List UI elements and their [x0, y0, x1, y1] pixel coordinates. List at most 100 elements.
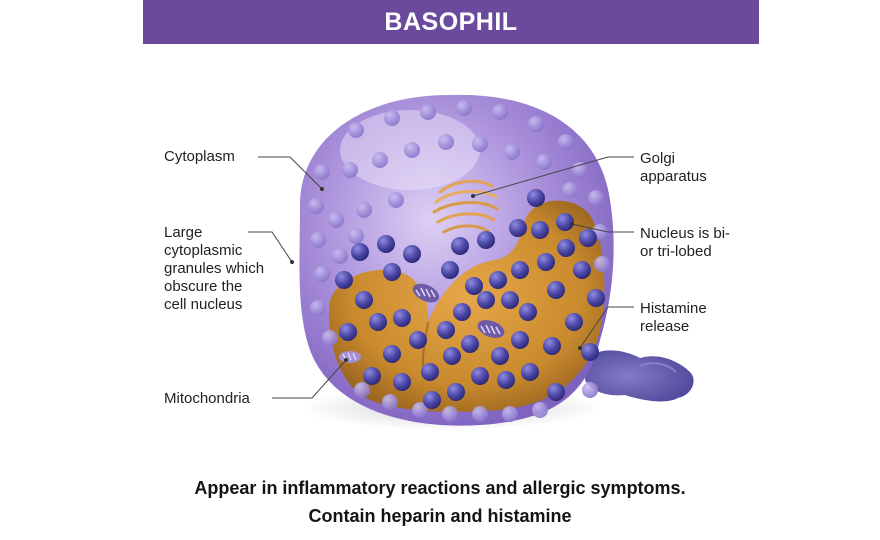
granule [497, 371, 515, 389]
golgi-apparatus [432, 179, 499, 234]
label-nucleus: Nucleus is bi- or tri-lobed [640, 225, 731, 260]
leader-lines [248, 156, 634, 399]
label-granules: Large cytoplasmic granules which obscure… [164, 224, 265, 313]
granule [451, 237, 469, 255]
mitochondria-3 [339, 351, 361, 363]
pale-granule [348, 122, 364, 138]
pale-granule [456, 100, 472, 116]
pale-granule [342, 162, 358, 178]
pale-granule [384, 110, 400, 126]
mitochondria-1 [412, 283, 440, 303]
granule [547, 383, 565, 401]
pale-granule [442, 406, 458, 422]
granule [403, 245, 421, 263]
granule [355, 291, 373, 309]
granule [421, 363, 439, 381]
histamine-release-cloud [585, 350, 694, 402]
pale-granule [472, 136, 488, 152]
granule [443, 347, 461, 365]
granule [477, 291, 495, 309]
label-histamine: Histamine release [640, 300, 707, 335]
granule [587, 289, 605, 307]
pale-granule [420, 104, 436, 120]
pale-granule [308, 198, 324, 214]
granule [335, 271, 353, 289]
pale-granule [382, 394, 398, 410]
granule [509, 219, 527, 237]
granule [491, 347, 509, 365]
pale-granule [532, 402, 548, 418]
granule [437, 321, 455, 339]
granule [441, 261, 459, 279]
pale-granule [328, 212, 344, 228]
granule [531, 221, 549, 239]
granule [501, 291, 519, 309]
granule [393, 373, 411, 391]
pale-granule [372, 152, 388, 168]
granule [519, 303, 537, 321]
granule [339, 323, 357, 341]
granule [489, 271, 507, 289]
pale-granule [322, 330, 338, 346]
pale-granule [310, 300, 326, 316]
granule [521, 363, 539, 381]
granule [579, 229, 597, 247]
granule [465, 277, 483, 295]
pale-granule [572, 162, 588, 178]
pale-granule [310, 232, 326, 248]
pale-granule [404, 142, 420, 158]
pale-granule [388, 192, 404, 208]
caption-line-2: Contain heparin and histamine [308, 506, 572, 526]
pale-granule [558, 134, 574, 150]
granule [447, 383, 465, 401]
granule [423, 391, 441, 409]
title-bar: BASOPHIL [143, 0, 759, 44]
pale-granule [594, 256, 610, 272]
pale-granule [528, 116, 544, 132]
pale-granule [492, 104, 508, 120]
label-golgi: Golgi apparatus [640, 150, 707, 185]
granule [557, 239, 575, 257]
pale-granule [314, 266, 330, 282]
granule [477, 231, 495, 249]
granule [471, 367, 489, 385]
granule [409, 331, 427, 349]
granule [511, 331, 529, 349]
granule [547, 281, 565, 299]
pale-granule [504, 144, 520, 160]
granule [453, 303, 471, 321]
granule [351, 243, 369, 261]
pale-granule [502, 406, 518, 422]
granule [556, 213, 574, 231]
granule [537, 253, 555, 271]
pale-granule [314, 164, 330, 180]
pale-granule [582, 382, 598, 398]
granule [565, 313, 583, 331]
granule [383, 263, 401, 281]
granule [461, 335, 479, 353]
granule [581, 343, 599, 361]
pale-granule [348, 228, 364, 244]
granule [369, 313, 387, 331]
granule [543, 337, 561, 355]
granule [573, 261, 591, 279]
granule [527, 189, 545, 207]
granules [308, 100, 610, 422]
pale-granule [588, 190, 604, 206]
pale-granule [356, 202, 372, 218]
label-cytoplasm: Cytoplasm [164, 148, 235, 165]
caption-line-1: Appear in inflammatory reactions and all… [194, 478, 686, 498]
label-mitochondria: Mitochondria [164, 390, 250, 407]
granule [393, 309, 411, 327]
pale-granule [412, 402, 428, 418]
granule [377, 235, 395, 253]
pale-granule [438, 134, 454, 150]
granule [511, 261, 529, 279]
pale-granule [354, 382, 370, 398]
mitochondria-2 [477, 320, 505, 338]
page-title: BASOPHIL [384, 7, 518, 36]
pale-granule [472, 406, 488, 422]
pale-granule [562, 182, 578, 198]
granule [383, 345, 401, 363]
pale-granule [332, 248, 348, 264]
